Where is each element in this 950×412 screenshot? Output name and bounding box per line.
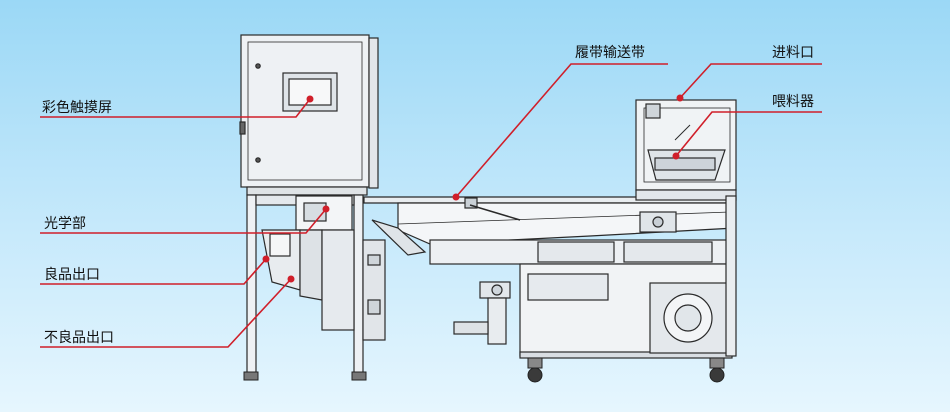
label-conveyor: 履带输送带 — [575, 45, 645, 61]
label-feeder: 喂料器 — [772, 94, 814, 110]
conveyor-belt — [397, 202, 736, 245]
callout-line-reject-outlet — [40, 278, 292, 348]
caster-wheel-right — [709, 367, 725, 383]
callout-line-conveyor — [455, 63, 668, 198]
label-touchscreen: 彩色触摸屏 — [42, 100, 112, 116]
callout-line-feeder — [675, 111, 822, 157]
label-good-outlet: 良品出口 — [44, 267, 100, 283]
caster-wheels — [243, 357, 725, 383]
label-reject-outlet: 不良品出口 — [44, 330, 114, 346]
callout-lines — [40, 63, 822, 348]
frame-leg-left — [246, 194, 257, 376]
callout-line-touchscreen — [40, 98, 311, 118]
callout-line-good-outlet — [40, 258, 267, 285]
frame-leg-right — [353, 194, 364, 376]
caster-wheel-left — [527, 367, 543, 383]
label-inlet: 进料口 — [772, 45, 814, 61]
reject-outlet-chute — [299, 229, 323, 301]
callout-line-inlet — [679, 63, 822, 99]
callout-dots — [262, 94, 684, 283]
sorter-machine — [239, 34, 737, 376]
callout-line-optics — [40, 208, 327, 234]
label-optics: 光学部 — [44, 216, 86, 232]
